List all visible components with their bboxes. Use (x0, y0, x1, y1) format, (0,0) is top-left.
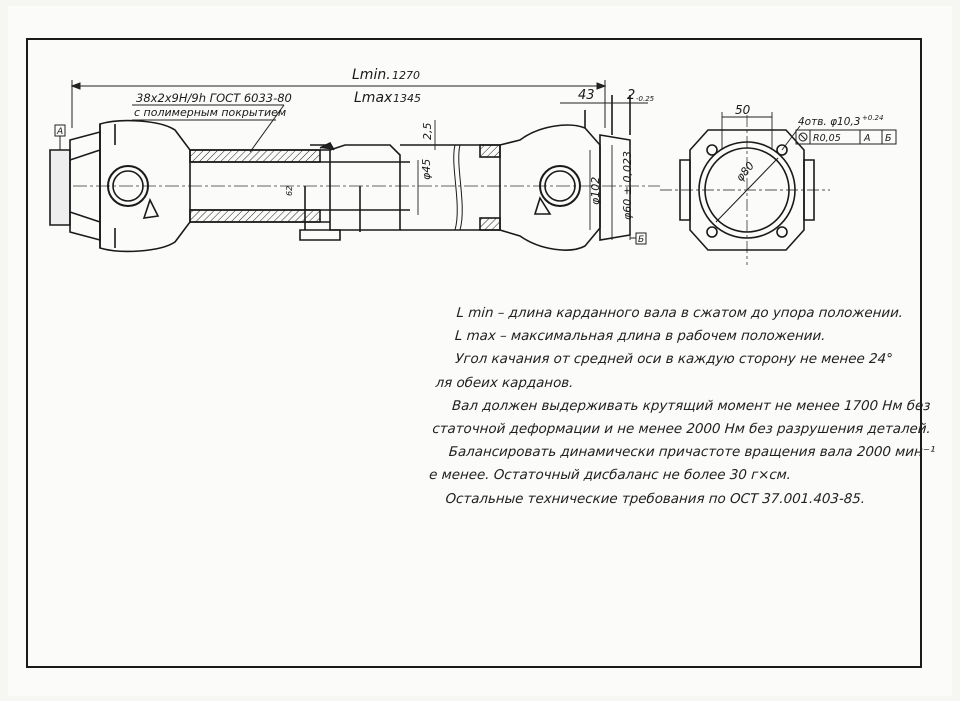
lmax-value: 1345 (393, 92, 421, 105)
svg-text:Б: Б (638, 235, 644, 245)
note-line: ля обеих карданов. (435, 375, 574, 391)
lmin-label: Lmin. (352, 67, 391, 83)
dia-60: φ60 ± 0,023 (621, 151, 634, 220)
tol-frame-datum-b: Б (885, 133, 892, 144)
note-line: Угол качания от средней оси в каждую сто… (454, 352, 894, 368)
length-dimension (70, 80, 607, 128)
note-line: Балансировать динамически причастоте вра… (448, 445, 936, 461)
datum-a-marker: А (54, 124, 66, 150)
dim-50: 50 (735, 103, 751, 117)
left-flange-yoke (49, 119, 191, 253)
note-line: Остальные технические требования по ОСТ … (444, 491, 866, 507)
dia-102: φ102 (589, 177, 602, 205)
dim-62: 62 (285, 186, 294, 196)
drawing-sheet (8, 6, 952, 696)
lmin-value: 1270 (392, 69, 420, 82)
datum-b-marker: Б (630, 232, 647, 245)
tube-dimensions (417, 120, 436, 215)
dim-2-5: 2,5 (421, 123, 434, 141)
tol-frame-value: R0,05 (813, 133, 841, 144)
spline-leader (132, 104, 285, 153)
holes-tol: +0.24 (862, 114, 883, 122)
drawing-frame (26, 38, 922, 668)
dia-45: φ45 (420, 159, 433, 180)
note-line: е менее. Остаточный дисбаланс не более 3… (428, 468, 792, 484)
note-line: статочной деформации и не менее 2000 Нм … (431, 422, 932, 438)
note-line: L max – максимальная длина в рабочем пол… (454, 329, 826, 345)
coating-note: с полимерным покрытием (134, 106, 286, 119)
tolerance-frame (795, 129, 897, 145)
splined-shaft (189, 141, 410, 241)
dia-80: φ80 (733, 159, 757, 184)
tol-frame-datum-a: А (863, 133, 871, 144)
lmax-label: Lmax (354, 90, 393, 106)
dim-2: 2 (627, 88, 635, 103)
right-dimensions (560, 102, 648, 240)
flange-end-view (660, 115, 830, 265)
dim-2-tol: -0.25 (636, 95, 655, 103)
note-line: Вал должен выдерживать крутящий момент н… (451, 398, 931, 414)
svg-text:А: А (56, 127, 63, 137)
technical-notes: L min – длина карданного вала в сжатом д… (425, 302, 940, 511)
main-tube (400, 144, 501, 231)
dim-43: 43 (578, 88, 595, 103)
right-flange-yoke (499, 95, 631, 251)
spline-spec: 38x2x9H/9h ГОСТ 6033-80 (136, 91, 292, 105)
holes-note: 4отв. φ10,3 (798, 116, 860, 128)
note-line: L min – длина карданного вала в сжатом д… (455, 306, 904, 321)
